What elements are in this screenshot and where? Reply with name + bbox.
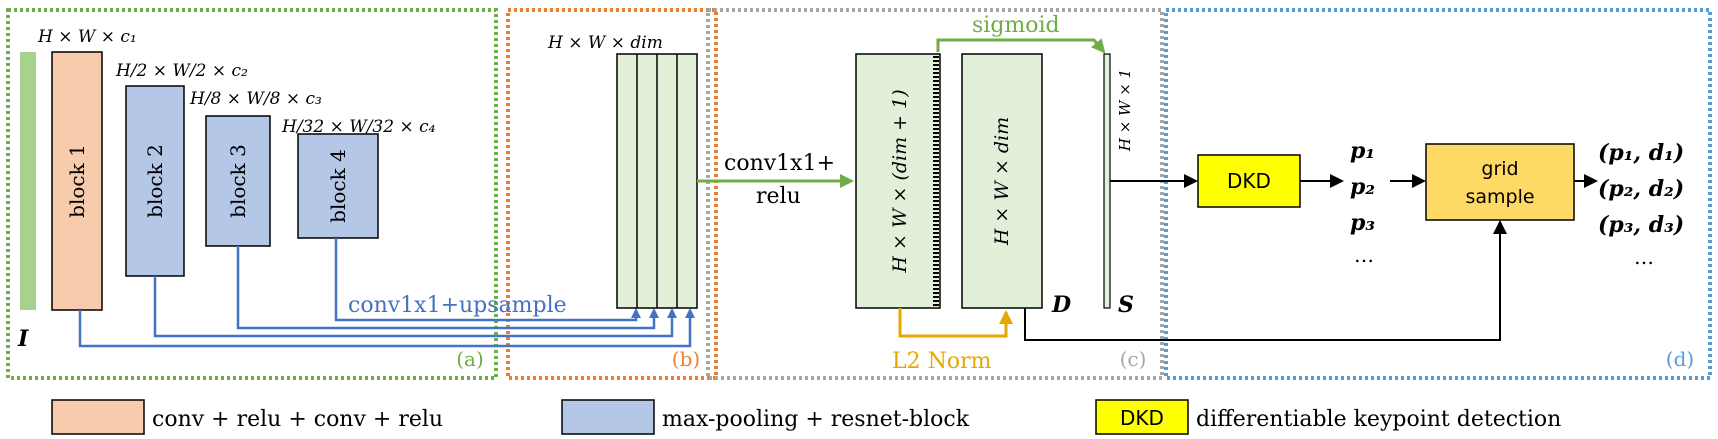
- score-map-dim: H × W × 1: [1116, 69, 1134, 152]
- block-3-label: block 3: [226, 144, 250, 218]
- block-2-dim: H/2 × W/2 × c₂: [115, 61, 248, 81]
- input-image-bar: [20, 52, 36, 310]
- panel-a-border: [6, 8, 498, 380]
- panel-a-label: (a): [456, 347, 484, 371]
- block-1-dim: H × W × c₁: [37, 27, 137, 47]
- grid-sample-label-2: sample: [1465, 186, 1534, 208]
- input-label: I: [17, 326, 29, 352]
- score-label: S: [1118, 292, 1134, 318]
- pair-1: (p₁, d₁): [1598, 140, 1684, 166]
- block-1: [51, 51, 103, 311]
- point-1: p₁: [1350, 138, 1375, 164]
- sigmoid-label: sigmoid: [972, 13, 1060, 38]
- sigmoid-arrow: [936, 38, 1106, 54]
- legend-text-dkd: differentiable keypoint detection: [1196, 407, 1561, 432]
- pair-3: (p₃, d₃): [1598, 212, 1684, 238]
- feature-map: [855, 53, 941, 309]
- grid-sample-label-1: grid: [1481, 158, 1518, 180]
- panel-b-label: (b): [672, 347, 700, 371]
- aggregated-feature-stack: [616, 53, 698, 309]
- pair-2: (p₂, d₂): [1598, 176, 1684, 202]
- block-4-dim: H/32 × W/32 × c₄: [281, 117, 436, 137]
- block-4-label: block 4: [326, 149, 350, 223]
- legend-swatch-dkd: [1095, 399, 1189, 435]
- upsample-connectors: [78, 238, 695, 348]
- grid-sample-box: [1425, 143, 1575, 221]
- descriptor-map-dim: H × W × dim: [991, 117, 1013, 246]
- feature-map-dim: H × W × (dim + 1): [889, 89, 911, 273]
- descriptor-to-grid-arrow: [1024, 220, 1507, 341]
- legend-swatch-resnet: [561, 399, 655, 435]
- descriptor-map: [961, 53, 1043, 309]
- block-4: [297, 133, 379, 239]
- point-2: p₂: [1350, 174, 1375, 200]
- block-3-dim: H/8 × W/8 × c₃: [189, 89, 322, 109]
- l2norm-label: L2 Norm: [892, 349, 992, 374]
- descriptor-label: D: [1051, 292, 1071, 318]
- panel-c-border: [706, 8, 1164, 380]
- score-map: [1103, 53, 1111, 309]
- panel-c-label: (c): [1120, 347, 1147, 371]
- pair-ellipsis: …: [1634, 245, 1654, 269]
- aggregation-dim: H × W × dim: [547, 33, 663, 53]
- block-1-label: block 1: [65, 144, 89, 218]
- point-3: p₃: [1350, 210, 1375, 236]
- block-2-label: block 2: [143, 144, 167, 218]
- upsample-label: conv1x1+upsample: [348, 293, 567, 318]
- conv-label-1: conv1x1+: [724, 151, 835, 176]
- panel-b-border: [506, 8, 718, 380]
- dkd-box: [1197, 154, 1301, 208]
- panel-d-label: (d): [1666, 347, 1694, 371]
- conv-label-2: relu: [756, 184, 801, 209]
- point-ellipsis: …: [1354, 243, 1374, 267]
- legend-text-resnet: max-pooling + resnet-block: [662, 407, 970, 432]
- legend-swatch-conv: [51, 399, 145, 435]
- dkd-box-label: DKD: [1227, 169, 1271, 193]
- panel-d-border: [1164, 8, 1712, 380]
- l2norm-arrow: [898, 308, 1013, 338]
- legend-text-conv: conv + relu + conv + relu: [152, 407, 443, 432]
- legend-swatch-dkd-label: DKD: [1120, 406, 1164, 430]
- block-3: [205, 115, 271, 247]
